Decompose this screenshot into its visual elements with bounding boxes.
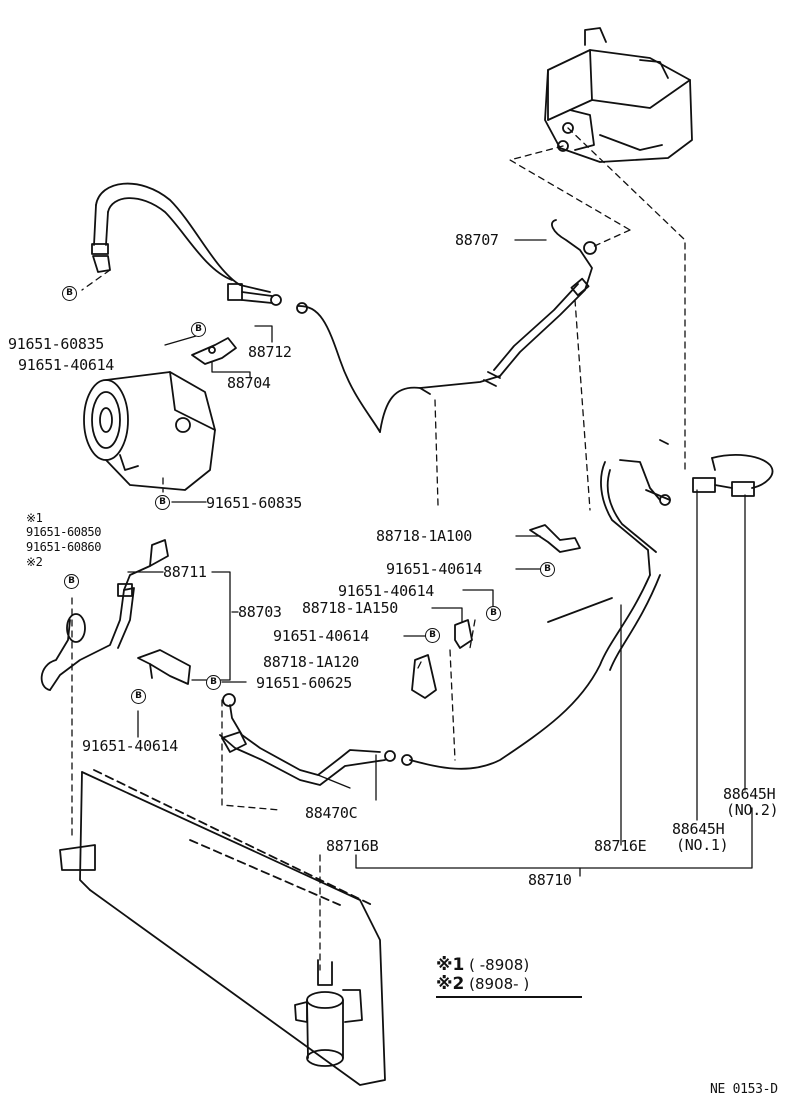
- discharge-hose-88711: [40, 539, 169, 691]
- liquid-tube-88716e: [401, 439, 671, 770]
- clamp-88718-1a100: [529, 524, 581, 553]
- label-88712: 88712: [248, 343, 292, 361]
- dashed-leaders: [71, 269, 591, 971]
- label-88470c: 88470C: [305, 804, 358, 822]
- label-88718-1a120: 88718-1A120: [263, 653, 360, 671]
- label-88718-1a150: 88718-1A150: [302, 599, 399, 617]
- label-star2: ※2: [26, 555, 43, 569]
- label-88716e: 88716E: [594, 837, 647, 855]
- pipe-88716b: [219, 693, 396, 786]
- note-mark-2: ※2: [436, 974, 465, 994]
- label-91651-40614-left: 91651-40614: [82, 737, 179, 755]
- pressure-switches-88645h: [692, 454, 774, 497]
- bracket-88703: [137, 649, 191, 685]
- receiver-dryer: [294, 959, 363, 1067]
- label-88704: 88704: [227, 374, 271, 392]
- clamp-88718-1a120: [411, 654, 437, 699]
- label-91651-60860: 91651-60860: [26, 540, 102, 554]
- clamp-88718-1a150: [454, 619, 473, 649]
- b-bolt-badge: B: [191, 322, 206, 337]
- bracket-88704: [191, 337, 237, 365]
- suction-hose-88712: [91, 182, 282, 306]
- label-91651-60625: 91651-60625: [256, 674, 353, 692]
- label-88645h-no1: 88645H: [672, 820, 725, 838]
- note-mark-1: ※1: [436, 955, 465, 975]
- evaporator-leaders: [509, 127, 686, 471]
- label-88718-1a100: 88718-1A100: [376, 527, 473, 545]
- b-bolt-badge: B: [62, 286, 77, 301]
- note-row-2: ※2 (8908- ): [436, 975, 529, 993]
- label-91651-60835-top: 91651-60835: [8, 335, 105, 353]
- label-91651-40614-top: 91651-40614: [18, 356, 115, 374]
- b-bolt-badge: B: [131, 689, 146, 704]
- note-range-1: ( -8908): [469, 956, 530, 974]
- label-88645h-no2: 88645H: [723, 785, 776, 803]
- pipe-88707: [296, 219, 597, 433]
- label-91651-40614-r3: 91651-40614: [273, 627, 370, 645]
- b-bolt-badge: B: [540, 562, 555, 577]
- label-no1: (NO.1): [676, 836, 729, 854]
- note-range-2: (8908- ): [469, 975, 530, 993]
- b-bolt-badge: B: [425, 628, 440, 643]
- label-88710: 88710: [528, 871, 572, 889]
- label-91651-60850: 91651-60850: [26, 525, 102, 539]
- label-88711: 88711: [163, 563, 207, 581]
- label-91651-40614-r2: 91651-40614: [338, 582, 435, 600]
- label-88707: 88707: [455, 231, 499, 249]
- b-bolt-badge: B: [206, 675, 221, 690]
- label-no2: (NO.2): [726, 801, 779, 819]
- evaporator-unit: [544, 27, 693, 163]
- notes-underline: [436, 996, 582, 998]
- compressor: [83, 371, 216, 491]
- note-row-1: ※1 ( -8908): [436, 956, 529, 974]
- b-bolt-badge: B: [486, 606, 501, 621]
- b-bolt-badge: B: [64, 574, 79, 589]
- label-91651-60835-mid: 91651-60835: [206, 494, 303, 512]
- condenser: [59, 769, 386, 1086]
- label-star1: ※1: [26, 511, 43, 525]
- label-88716b: 88716B: [326, 837, 379, 855]
- leader-lines: [127, 239, 753, 877]
- b-bolt-badge: B: [155, 495, 170, 510]
- figure-code: NE 0153-D: [710, 1082, 778, 1097]
- label-88703: 88703: [238, 603, 282, 621]
- label-91651-40614-r1: 91651-40614: [386, 560, 483, 578]
